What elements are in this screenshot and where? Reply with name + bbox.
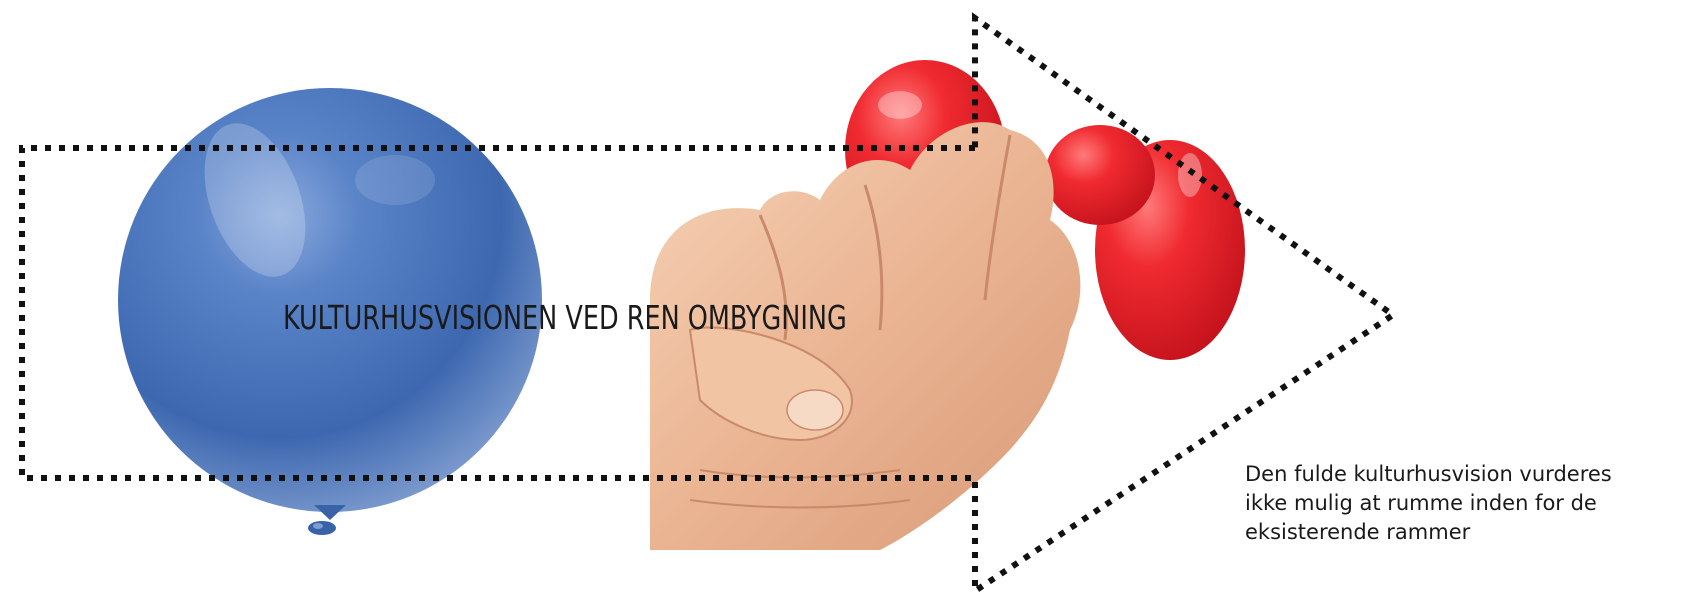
caption-line-3: eksisterende rammer — [1245, 518, 1675, 547]
diagram-title: KULTURHUSVISIONEN VED REN OMBYGNING — [283, 298, 847, 337]
caption-text: Den fulde kulturhusvision vurderes ikke … — [1245, 460, 1675, 547]
caption-line-1: Den fulde kulturhusvision vurderes — [1245, 460, 1675, 489]
caption-line-2: ikke mulig at rumme inden for de — [1245, 489, 1675, 518]
